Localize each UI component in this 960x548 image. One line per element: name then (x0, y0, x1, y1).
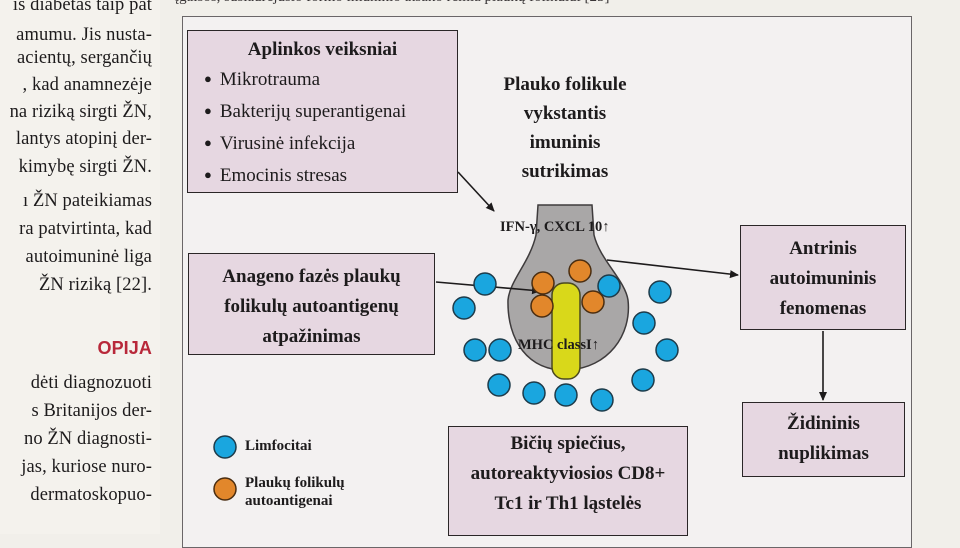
lymphocyte-cell (463, 338, 487, 362)
follicle-title-line: vykstantis (523, 103, 607, 124)
anagen-recognition-box: Anageno fazės plaukų folikulų autoantige… (188, 253, 435, 355)
text-line: dėti diagnozuoti (30, 373, 152, 393)
legend-autoantigens: Plaukų folikulų autoantigenai (245, 474, 345, 510)
lymphocyte-cell (473, 272, 497, 296)
box-line: autoreaktyviosios CD8+ (470, 463, 666, 484)
environment-item: Mikrotrauma (188, 63, 457, 95)
environment-title: Aplinkos veiksniai (247, 39, 398, 60)
legend-line: autoantigenai (245, 493, 333, 509)
text-line: is diabetas taip pat (12, 0, 152, 15)
legend-autoantigen-dot (213, 477, 237, 501)
mhc-class-label: MHC classI↑ (518, 337, 599, 353)
lymphocyte-cell (648, 280, 672, 304)
follicle-title-line: sutrikimas (521, 161, 609, 182)
section-heading: OPIJA (97, 338, 152, 358)
text-line: dermatoskopuo- (30, 485, 152, 505)
text-line: , kad anamnezėje (22, 75, 152, 95)
follicle-diagram (213, 171, 827, 501)
ifn-cxcl-label: IFN-γ, CXCL 10↑ (500, 219, 610, 235)
left-text-column: is diabetas taip pat amumu. Jis nusta- a… (0, 0, 160, 534)
lymphocyte-cell (590, 388, 614, 412)
lymphocyte-cell (554, 383, 578, 407)
legend-line: Plaukų folikulų (245, 475, 345, 491)
text-line: ı ŽN pateikiamas (22, 191, 152, 211)
autoantigen-cell (531, 271, 555, 295)
legend-lymphocyte-dot (213, 435, 237, 459)
text-line: s Britanijos der- (31, 401, 152, 421)
text-line: ra patvirtinta, kad (19, 219, 152, 239)
text-line: ŽN riziką [22]. (39, 275, 152, 295)
box-line: folikulų autoantigenų (224, 296, 399, 317)
box-line: Antrinis (789, 238, 857, 259)
box-line: fenomenas (779, 298, 867, 319)
environment-factors-box: Aplinkos veiksniai Mikrotrauma Bakterijų… (187, 30, 458, 193)
box-line: Tc1 ir Th1 ląstelės (494, 493, 642, 514)
environment-item: Virusinė infekcija (188, 127, 457, 159)
lymphocyte-cell (452, 296, 476, 320)
arrow-env-to-follicle (457, 171, 495, 212)
text-line: na riziką sirgti ŽN, (9, 102, 152, 122)
text-line: lantys atopinį der- (15, 129, 152, 149)
box-line: Židininis (787, 413, 860, 434)
autoantigen-cell (581, 290, 605, 314)
arrow-follicle-to-secondary (606, 259, 739, 279)
lymphocyte-cell (631, 368, 655, 392)
follicle-title: Plauko folikule vykstantis imuninis sutr… (470, 70, 660, 186)
secondary-autoimmune-box: Antrinis autoimuninis fenomenas (740, 225, 906, 330)
box-line: nuplikimas (778, 443, 869, 464)
text-line: no ŽN diagnosti- (23, 429, 152, 449)
lymphocyte-cell (522, 381, 546, 405)
box-line: Bičių spiečius, (510, 433, 626, 454)
lymphocyte-cell (488, 338, 512, 362)
legend-lymphocytes: Limfocitai (245, 438, 312, 454)
lymphocyte-cell (597, 274, 621, 298)
box-line: atpažinimas (262, 326, 361, 347)
lymphocyte-cell (632, 311, 656, 335)
autoantigen-cell (530, 294, 554, 318)
alopecia-areata-box: Židininis nuplikimas (742, 402, 905, 477)
follicle-title-line: Plauko folikule (503, 74, 627, 95)
environment-item: Emocinis stresas (188, 159, 457, 191)
box-line: Anageno fazės plaukų (222, 266, 401, 287)
top-text-strip: įgaisos, susiaurėjusio formo imuninio at… (175, 0, 960, 11)
text-line: autoimuninė liga (25, 247, 152, 267)
lymphocyte-cell (655, 338, 679, 362)
bee-swarm-box: Bičių spiečius, autoreaktyviosios CD8+ T… (448, 426, 688, 536)
text-line: acientų, sergančių (16, 48, 152, 68)
environment-item: Bakterijų superantigenai (188, 95, 457, 127)
box-line: autoimuninis (769, 268, 877, 289)
autoantigen-cell (568, 259, 592, 283)
text-line: kimybę sirgti ŽN. (18, 157, 152, 177)
lymphocyte-cell (487, 373, 511, 397)
follicle-title-line: imuninis (529, 132, 601, 153)
mhc-bar (551, 282, 581, 380)
text-line: amumu. Jis nusta- (16, 25, 152, 45)
text-line: jas, kuriose nuro- (21, 457, 152, 477)
